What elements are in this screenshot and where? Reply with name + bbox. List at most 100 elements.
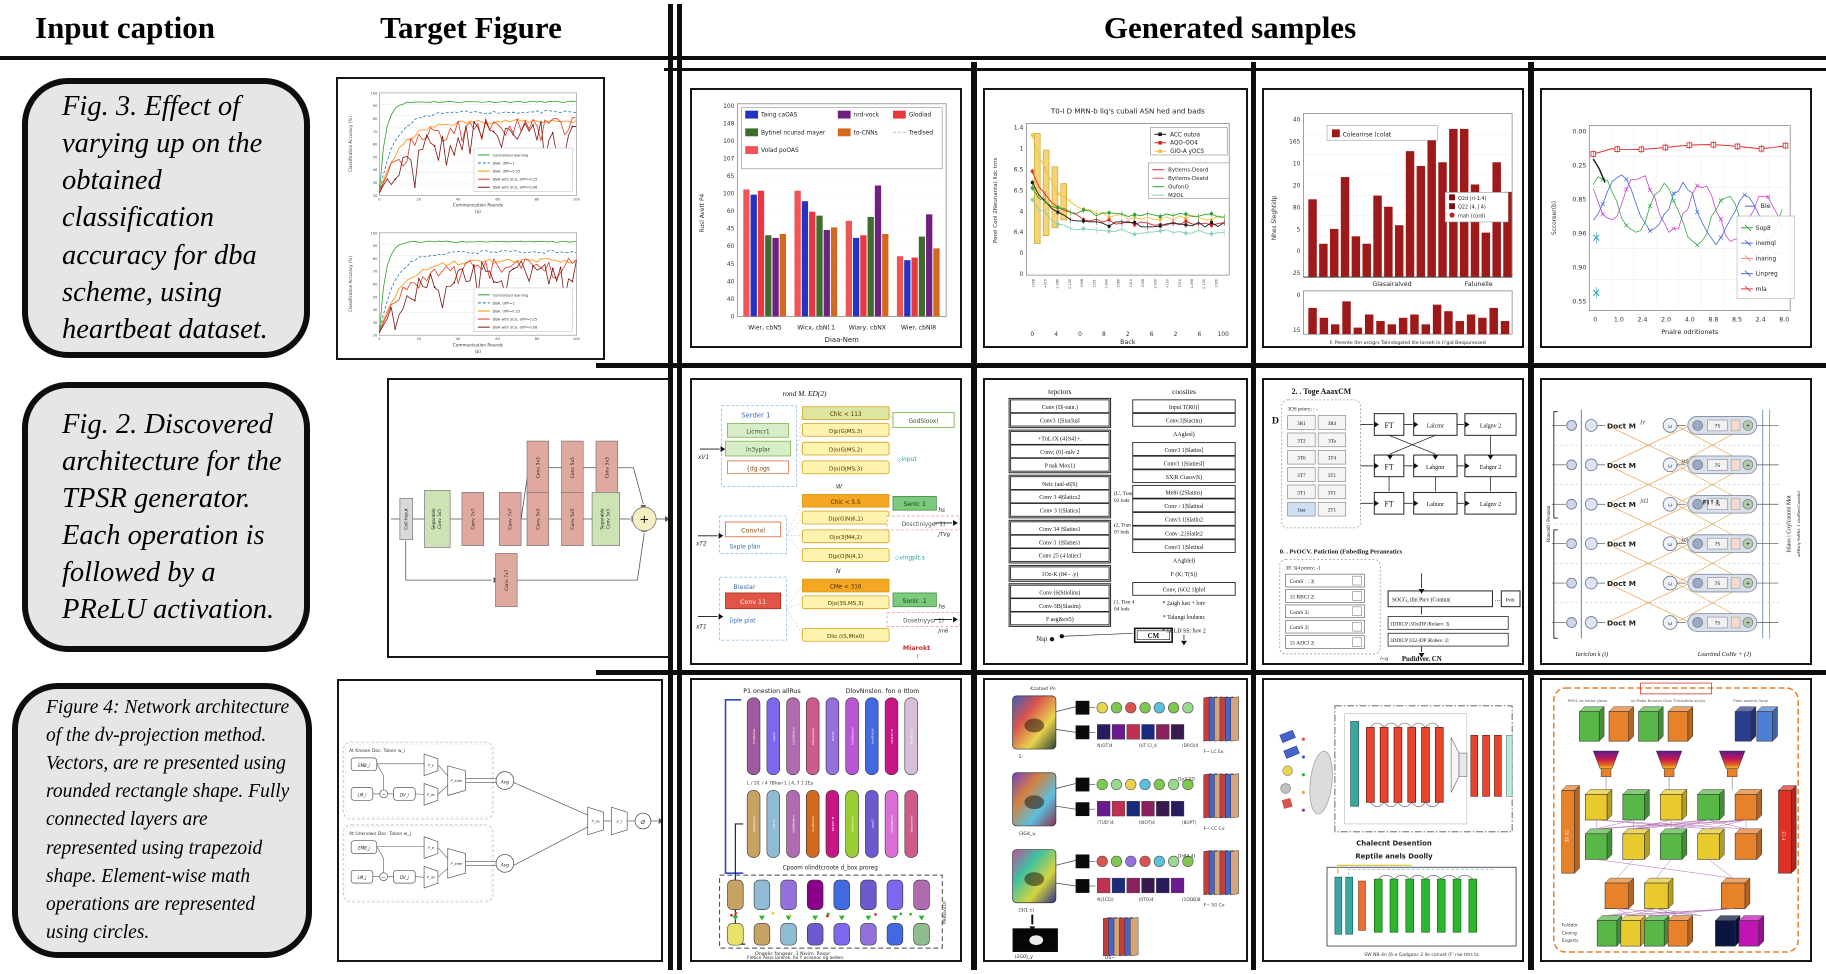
rect	[1056, 206, 1060, 210]
polyline	[378, 110, 577, 193]
rect	[801, 595, 890, 610]
text: 1DDlCP |3Os|DP |Rolaev: 3|	[1390, 621, 1449, 627]
circle	[532, 265, 534, 267]
polygon	[1668, 915, 1693, 921]
rect	[833, 923, 850, 946]
text: Conv3 1|Slaties]	[1164, 448, 1203, 454]
rect	[1600, 768, 1612, 777]
rect	[1130, 917, 1139, 957]
text: ComS 3|	[1290, 610, 1309, 616]
text: N	[836, 567, 841, 575]
polygon	[1719, 789, 1725, 820]
rect	[1421, 324, 1431, 335]
text: 4.0	[1685, 316, 1695, 323]
rect	[1730, 459, 1741, 471]
text: SX|R Ciassv|S)	[1166, 474, 1202, 481]
rect	[1010, 431, 1110, 445]
text: 80	[535, 197, 540, 201]
text: Conv.3|Siacim)	[1166, 418, 1202, 425]
text: to-CNNs	[854, 130, 878, 136]
text: Conv 5x5	[570, 457, 576, 478]
rect	[806, 923, 824, 946]
polygon	[1374, 421, 1380, 428]
text: (UT Cl_d	[1139, 743, 1157, 749]
text: At Known Doc. Token w_i	[349, 748, 405, 754]
text: 30	[373, 321, 378, 325]
rect	[1010, 444, 1110, 459]
text: O|o(3|M4,2)	[829, 535, 862, 541]
rect	[886, 879, 904, 910]
text: DcL24	[831, 732, 835, 741]
text: DBA with SCG, UPP=0.08	[493, 186, 538, 190]
rect	[1319, 243, 1328, 278]
text: Doct M	[1607, 579, 1636, 588]
circle	[1566, 577, 1577, 589]
text: GodSloox)	[908, 419, 938, 425]
circle	[788, 914, 792, 918]
rect	[1366, 727, 1375, 803]
rect	[1449, 203, 1456, 210]
path	[1370, 802, 1385, 807]
text: Wiary, cbNX	[849, 324, 886, 331]
text: 60	[373, 143, 378, 147]
polygon	[1585, 789, 1612, 795]
line	[1616, 908, 1702, 916]
polygon	[1418, 652, 1425, 658]
rect	[1230, 850, 1239, 896]
text: 0	[1020, 271, 1024, 278]
rect	[801, 578, 890, 593]
text: Jd1	[1640, 498, 1649, 504]
polygon	[1758, 915, 1764, 947]
rect	[1170, 724, 1185, 740]
polygon	[1628, 706, 1634, 742]
text: D|p(G|N|6,1)	[828, 517, 863, 523]
text: MY01 as harbe ylada	[1568, 699, 1607, 703]
text: 0	[1297, 249, 1301, 255]
text: Conv!xl	[741, 527, 765, 534]
text: 2	[1174, 332, 1178, 338]
rect	[1141, 724, 1155, 740]
rect	[1132, 469, 1236, 484]
text: Communication Rounds	[453, 343, 503, 348]
polygon	[1791, 785, 1797, 874]
polyline	[379, 118, 577, 193]
rect	[1287, 484, 1316, 500]
text: 80	[535, 337, 540, 341]
text: Jm6	[937, 628, 949, 634]
circle	[874, 913, 877, 916]
circle	[379, 789, 388, 799]
text: Neic (anl-s6|S)	[1042, 481, 1077, 488]
text: (a)	[475, 209, 481, 214]
path	[1397, 802, 1412, 807]
path	[1456, 874, 1473, 880]
rect	[1734, 833, 1758, 860]
polyline	[1592, 175, 1783, 242]
circle	[1742, 577, 1754, 589]
line	[1596, 819, 1634, 830]
text: 40	[727, 279, 735, 285]
line	[1654, 908, 1734, 916]
path	[1425, 802, 1440, 807]
text: Pob.	[1506, 597, 1516, 603]
rect	[1707, 419, 1728, 432]
rect	[1285, 589, 1365, 603]
rect	[1468, 878, 1477, 933]
text: * 2aigh lust + lotv	[1162, 601, 1205, 607]
text: Nsp	[1036, 636, 1048, 643]
line	[1744, 239, 1752, 247]
rect	[1373, 413, 1405, 436]
polyline	[1031, 134, 1225, 221]
rect	[1427, 140, 1436, 278]
text: 0.25	[1572, 162, 1586, 169]
rect	[1008, 519, 1112, 564]
path	[1441, 874, 1458, 880]
text: +	[1746, 620, 1750, 626]
text: D|o(G|MS,2)	[829, 448, 862, 454]
polyline	[376, 846, 384, 873]
rect	[1156, 724, 1170, 740]
rect	[591, 492, 621, 546]
rect	[473, 147, 573, 192]
